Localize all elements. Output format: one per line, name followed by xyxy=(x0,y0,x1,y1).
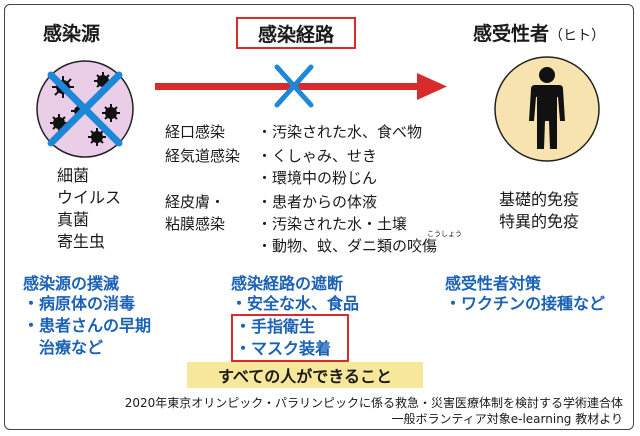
route-item: ・汚染された水、食べ物 xyxy=(257,123,423,141)
footer-source: 一般ボランティア対象e-learning 教材より xyxy=(391,412,623,426)
route-item: ・汚染された水・土壌 xyxy=(257,215,408,233)
everyone-banner: すべての人ができること xyxy=(187,362,423,388)
measure-item: 治療など xyxy=(23,338,104,357)
measure-source-title: 感染源の撲滅 xyxy=(23,274,120,293)
route-item: ・くしゃみ、せき xyxy=(257,147,378,165)
host-item: 特異的免疫 xyxy=(499,212,580,231)
measure-item: ・マスク装着 xyxy=(235,339,332,358)
measure-item: ・安全な水、食品 xyxy=(231,294,360,313)
measure-source-list: ・病原体の消毒 ・患者さんの早期 治療など xyxy=(23,293,151,359)
route-label-skin: 経皮膚・ xyxy=(165,193,226,211)
measure-item: ・患者さんの早期 xyxy=(23,316,152,335)
person-icon xyxy=(494,56,600,162)
host-list: 基礎的免疫 特異的免疫 xyxy=(499,189,579,233)
source-item: 真菌 xyxy=(57,210,90,229)
source-item: 寄生虫 xyxy=(57,232,106,251)
source-item: ウイルス xyxy=(57,188,122,207)
footer-source: 2020年東京オリンピック・パラリンピックに係る救急・災害医療体制を検討する学術… xyxy=(124,396,623,410)
source-list: 細菌 ウイルス 真菌 寄生虫 xyxy=(57,165,121,253)
route-item: ・患者からの体液 xyxy=(257,193,378,211)
highlight-box xyxy=(231,314,349,362)
route-title: 感染経路 xyxy=(236,17,356,49)
block-cross-icon xyxy=(274,64,314,108)
measure-item: ・病原体の消毒 xyxy=(23,294,136,313)
source-title: 感染源 xyxy=(43,23,101,45)
measure-item: ・手指衛生 xyxy=(235,317,316,336)
host-item: 基礎的免疫 xyxy=(499,190,580,209)
infection-diagram: 感染源 細菌 ウイルス 真菌 寄生虫 感染経路 経口感染 ・汚染された水、食べ物… xyxy=(4,4,634,430)
transmission-arrow-icon xyxy=(155,73,447,100)
route-item: ・環境中の粉じん xyxy=(257,169,378,187)
measure-item: ・ワクチンの接種など xyxy=(445,294,606,313)
host-title: 感受性者（ヒト） xyxy=(473,23,606,45)
route-item: ・動物、蚊、ダニ類の咬傷 xyxy=(257,237,438,255)
germ-circle-icon xyxy=(36,60,134,158)
route-label-airway: 経気道感染 xyxy=(165,147,241,165)
route-label-mucosa: 粘膜感染 xyxy=(165,215,226,233)
measure-route-title: 感染経路の遮断 xyxy=(231,274,344,293)
furigana: こうしょう xyxy=(427,230,462,238)
measure-host-title: 感受性者対策 xyxy=(445,274,542,293)
source-item: 細菌 xyxy=(57,166,90,185)
measure-route-boxed-list: ・手指衛生 ・マスク装着 xyxy=(235,316,331,360)
route-label-oral: 経口感染 xyxy=(165,123,226,141)
